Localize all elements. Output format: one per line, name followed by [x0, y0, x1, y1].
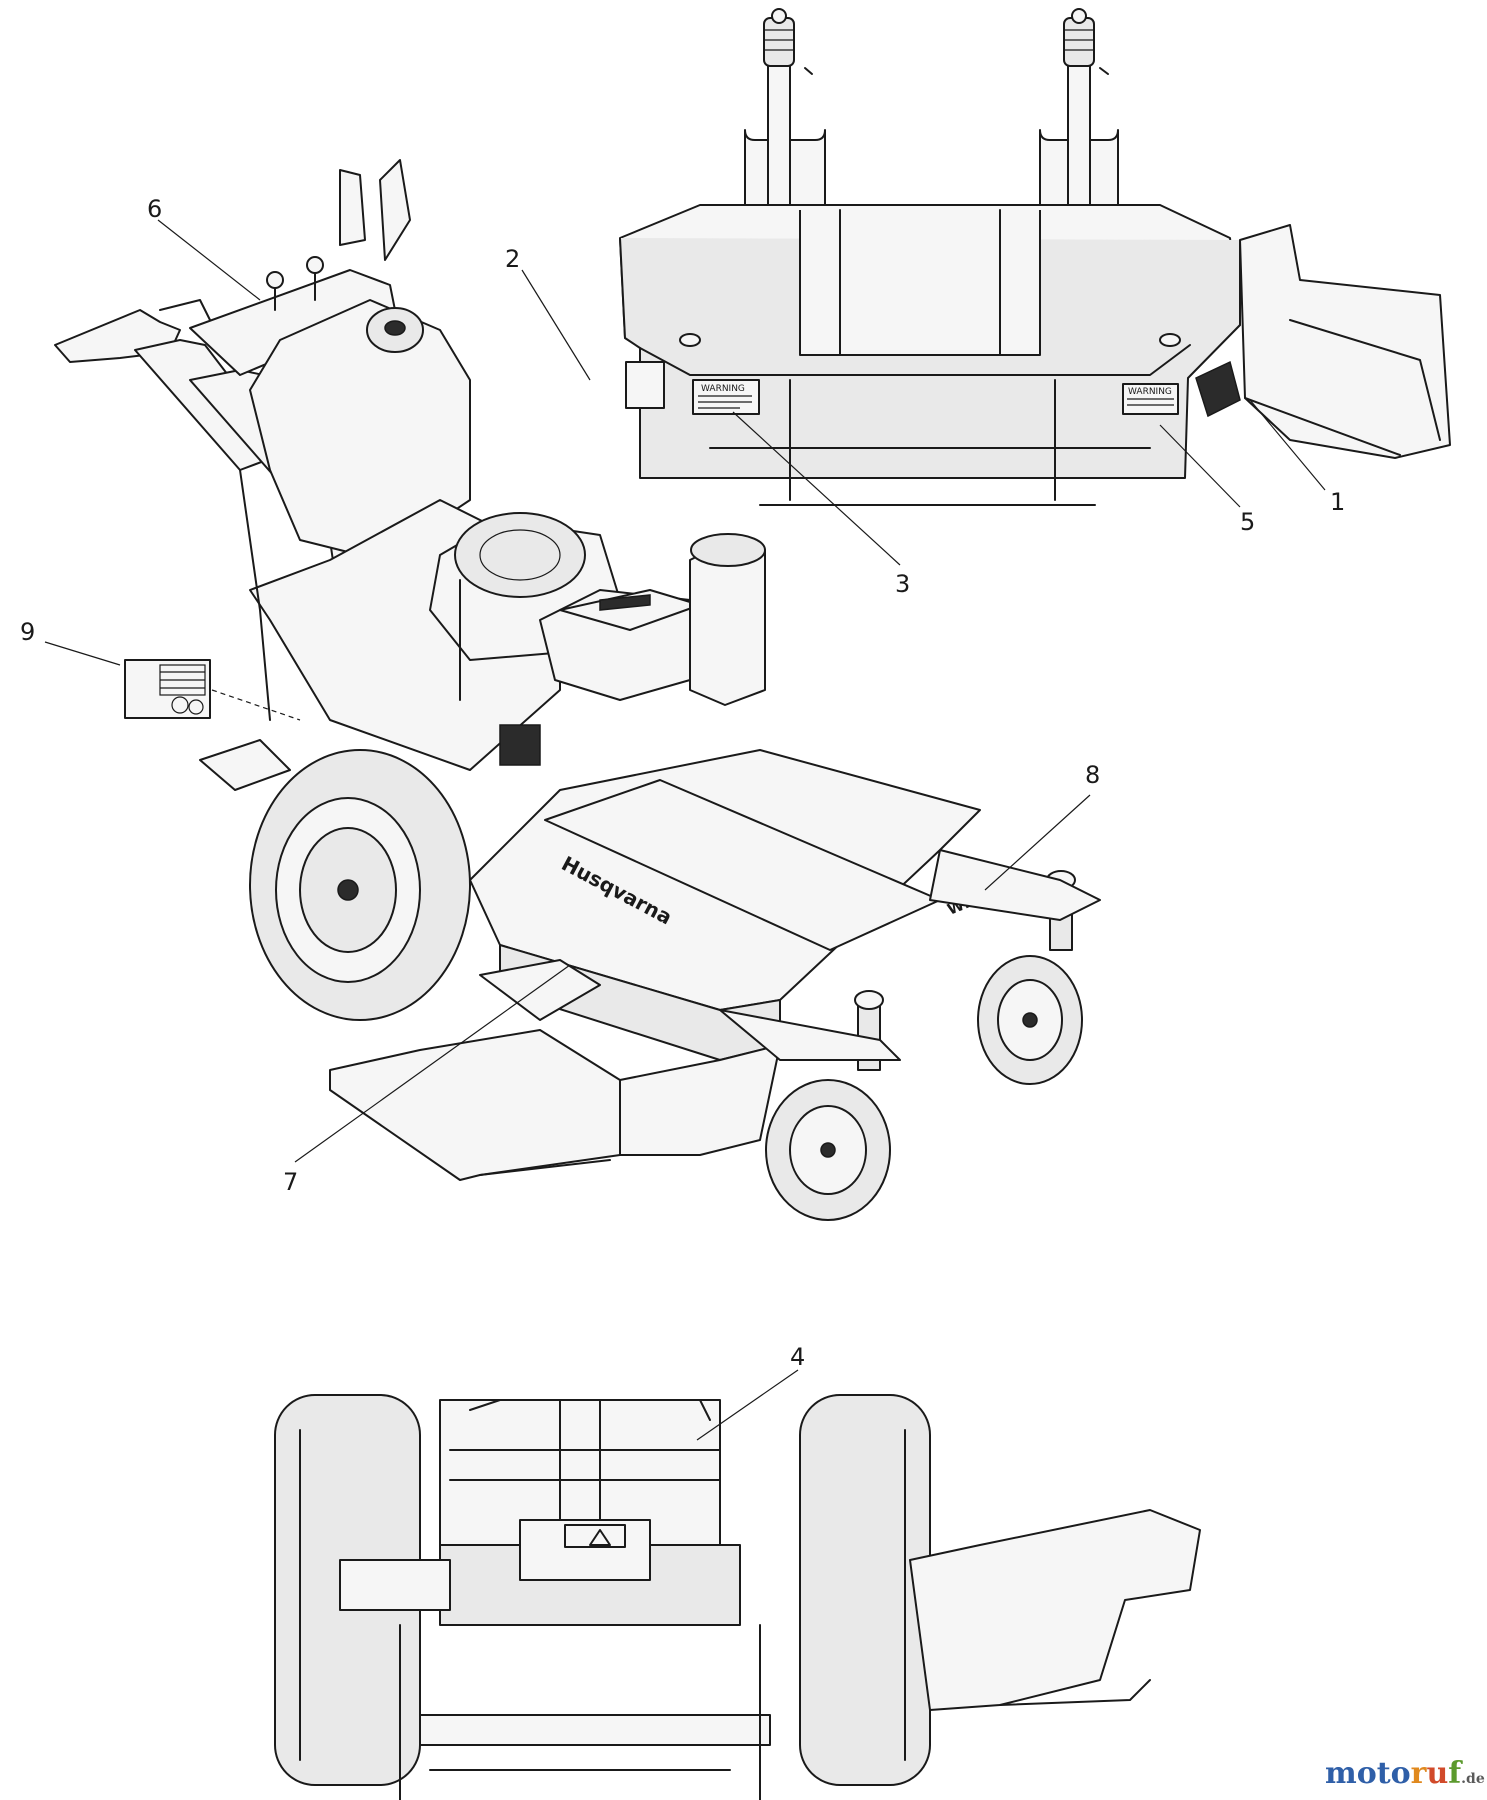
deck-rear-view: WARNING WARNING	[619, 8, 1451, 506]
caster-left	[744, 8, 826, 221]
callout-5: 5	[1240, 508, 1255, 536]
mower-front-view	[274, 1394, 1201, 1800]
rear-wheel	[249, 749, 471, 1021]
decal-4	[564, 1524, 626, 1548]
decal-3-warning-text: WARNING	[701, 384, 745, 394]
decal-5: WARNING	[1122, 383, 1179, 415]
caster-right	[1039, 8, 1119, 226]
watermark-r: r	[1411, 1756, 1428, 1791]
engine	[429, 512, 766, 766]
callout-leaders	[44, 219, 1326, 1441]
watermark-f: f	[1448, 1756, 1463, 1791]
callout-1: 1	[1330, 488, 1345, 516]
callout-6: 6	[147, 195, 162, 223]
callout-4: 4	[790, 1343, 805, 1371]
front-caster-right	[977, 870, 1083, 1085]
front-view-wheel-right	[799, 1394, 931, 1786]
decal-2	[625, 361, 665, 409]
callout-8: 8	[1085, 761, 1100, 789]
watermark-moto: moto	[1325, 1756, 1411, 1791]
decal-9	[124, 659, 211, 719]
callout-3: 3	[895, 570, 910, 598]
front-caster-left	[765, 990, 891, 1221]
mower-main-view: Husqvarna WHSE12	[54, 159, 1101, 1221]
svg-text:motoruf.de: motoruf.de	[1325, 1756, 1485, 1791]
watermark-suffix: .de	[1461, 1771, 1485, 1787]
front-view-wheel-left	[274, 1394, 451, 1786]
decal-1	[1195, 360, 1241, 418]
callout-2: 2	[505, 245, 520, 273]
callout-7: 7	[283, 1168, 298, 1196]
watermark-u: u	[1426, 1756, 1448, 1791]
callout-numbers: 1 2 3 4 5 6 7 8 9	[20, 195, 1345, 1371]
motoruf-watermark: motoruf.de	[1325, 1756, 1485, 1791]
callout-9: 9	[20, 618, 35, 646]
decal-5-warning-text: WARNING	[1128, 387, 1172, 397]
decal-3: WARNING	[692, 379, 760, 415]
